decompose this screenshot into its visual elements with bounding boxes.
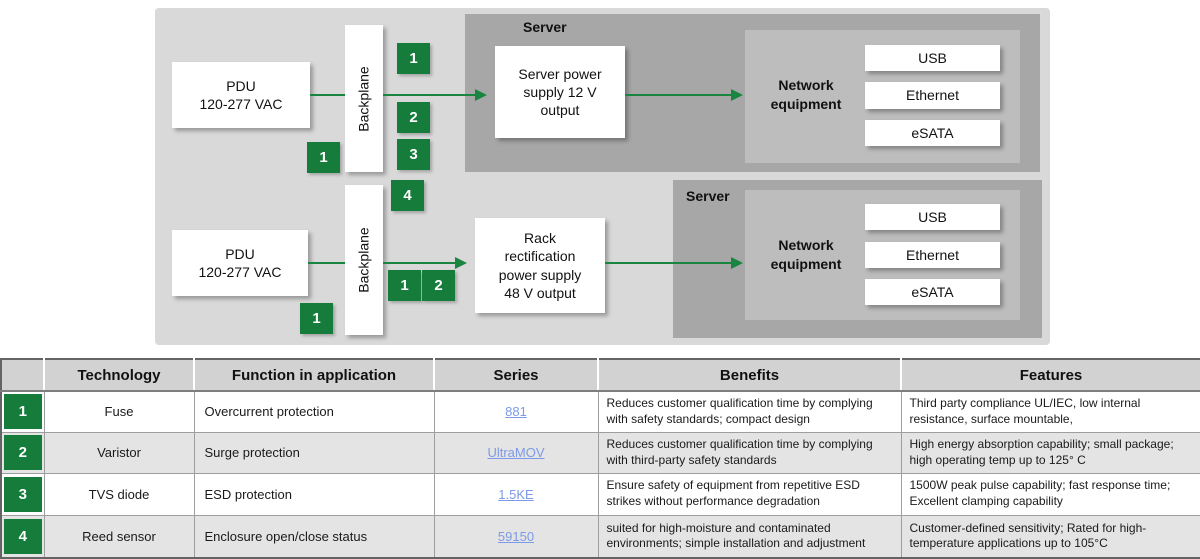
benefits-cell: Reduces customer qualification time by c… [597, 431, 902, 474]
port-esata1: eSATA [865, 120, 1000, 146]
backplane1-label: Backplane [356, 65, 373, 132]
arrow-supply2-network [605, 262, 731, 264]
badge-stack-3: 3 [397, 139, 430, 170]
header-benefits: Benefits [598, 359, 902, 392]
table-row: 1 Fuse Overcurrent protection 881 Reduce… [0, 390, 1200, 433]
table-row: 3 TVS diode ESD protection 1.5KE Ensure … [0, 472, 1200, 516]
components-table: Technology Function in application Serie… [0, 358, 1200, 559]
badge-line-2: 2 [422, 270, 455, 301]
port-esata2: eSATA [865, 279, 1000, 305]
server2-title: Server [686, 188, 730, 204]
benefits-cell: Reduces customer qualification time by c… [597, 390, 902, 433]
backplane2-label: Backplane [356, 227, 373, 293]
arrow-supply1-network [625, 94, 731, 96]
series-cell: UltraMOV [433, 431, 599, 474]
benefits-cell: suited for high-moisture and contaminate… [597, 514, 902, 559]
table-row: 4 Reed sensor Enclosure open/close statu… [0, 514, 1200, 559]
arrowhead-icon [731, 257, 743, 269]
header-features: Features [901, 359, 1200, 392]
pdu2-box: PDU 120-277 VAC [172, 230, 308, 296]
server-power-supply-box: Server power supply 12 V output [495, 46, 625, 138]
badge-stack-2: 2 [397, 102, 430, 133]
badge-fuse-row2: 1 [300, 303, 333, 334]
function-cell: Enclosure open/close status [193, 514, 435, 559]
arrowhead-icon [455, 257, 467, 269]
arrowhead-icon [731, 89, 743, 101]
port-ethernet1: Ethernet [865, 82, 1000, 109]
badge-fuse-row1: 1 [307, 142, 340, 173]
series-cell: 881 [433, 390, 599, 433]
function-cell: ESD protection [193, 472, 435, 516]
backplane1-box: Backplane [345, 25, 383, 172]
series-cell: 59150 [433, 514, 599, 559]
series-link[interactable]: 881 [505, 404, 527, 420]
port-usb1: USB [865, 45, 1000, 71]
technology-cell: Reed sensor [43, 514, 195, 559]
row-number: 3 [4, 476, 42, 512]
pdu1-box: PDU 120-277 VAC [172, 62, 310, 128]
rack-rectification-box: Rack rectification power supply 48 V out… [475, 218, 605, 313]
technology-cell: Varistor [43, 431, 195, 474]
arrow-pdu1-backplane [310, 94, 345, 96]
benefits-cell: Ensure safety of equipment from repetiti… [597, 472, 902, 516]
port-usb2: USB [865, 204, 1000, 230]
arrow-backplane1-supply [383, 94, 475, 96]
badge-line-1: 1 [388, 270, 421, 301]
row-number-cell: 4 [0, 514, 45, 559]
row-number-cell: 2 [0, 431, 45, 474]
row-number-cell: 3 [0, 472, 45, 516]
arrowhead-icon [475, 89, 487, 101]
network-equipment1-label: Network equipment [770, 77, 842, 112]
header-series: Series [434, 359, 599, 392]
series-cell: 1.5KE [433, 472, 599, 516]
arrow-backplane2-supply [383, 262, 455, 264]
server1-title: Server [523, 19, 567, 35]
table-header-row: Technology Function in application Serie… [1, 359, 1200, 392]
badge-stack-4: 4 [391, 180, 424, 211]
network-equipment2-label: Network equipment [770, 237, 842, 272]
row-number: 1 [4, 394, 42, 430]
badge-stack-1: 1 [397, 43, 430, 74]
port-ethernet2: Ethernet [865, 242, 1000, 268]
corner-cell [1, 359, 45, 392]
header-function: Function in application [194, 359, 435, 392]
header-technology: Technology [44, 359, 195, 392]
series-link[interactable]: 1.5KE [498, 486, 534, 502]
table-row: 2 Varistor Surge protection UltraMOV Red… [0, 431, 1200, 474]
features-cell: Customer-defined sensitivity; Rated for … [900, 514, 1200, 559]
features-cell: Third party compliance UL/IEC, low inter… [900, 390, 1200, 433]
features-cell: 1500W peak pulse capability; fast respon… [900, 472, 1200, 516]
series-link[interactable]: 59150 [497, 528, 535, 544]
technology-cell: Fuse [43, 390, 195, 433]
backplane2-box: Backplane [345, 185, 383, 335]
technology-cell: TVS diode [43, 472, 195, 516]
series-link[interactable]: UltraMOV [487, 445, 545, 460]
features-cell: High energy absorption capability; small… [900, 431, 1200, 474]
row-number-cell: 1 [0, 390, 45, 433]
row-number: 4 [4, 518, 42, 554]
arrow-pdu2-backplane [308, 262, 345, 264]
function-cell: Overcurrent protection [193, 390, 435, 433]
function-cell: Surge protection [193, 431, 435, 474]
row-number: 2 [4, 435, 42, 470]
